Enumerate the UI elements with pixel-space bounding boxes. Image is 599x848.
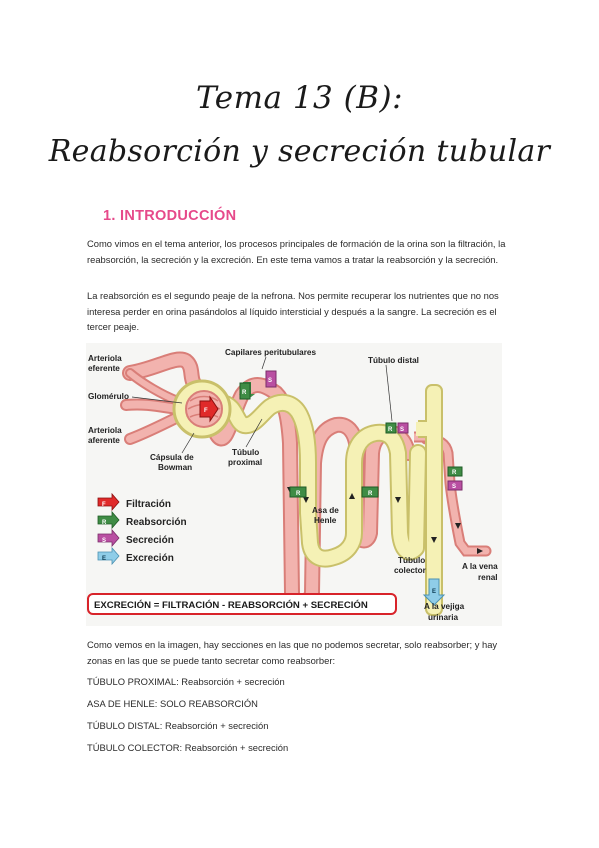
badge-reabsorcion-distal: R [385, 422, 397, 434]
badge-excrecion: E [422, 578, 446, 606]
badge-secrecion-colector: S [447, 480, 463, 491]
badge-secrecion-distal: S [397, 422, 409, 434]
list-item-asa-henle: ASA DE HENLE: SOLO REABSORCIÓN [87, 698, 258, 709]
legend-label-secrecion: Secreción [126, 535, 174, 546]
label-vena-2: renal [478, 573, 498, 582]
label-asa-2: Henle [314, 516, 337, 525]
label-asa-1: Asa de [312, 506, 339, 515]
paragraph-intro: Como vimos en el tema anterior, los proc… [87, 238, 506, 265]
legend: F Filtración R Reabsorción S Secreción E… [97, 492, 187, 566]
diagram-labels: Arteriola eferente Glomérulo Arteriola a… [88, 348, 498, 622]
badge-s-letter: S [268, 378, 272, 384]
label-capsula-1: Cápsula de [150, 453, 194, 462]
label-arteriola-eferente-2: eferente [88, 364, 120, 373]
badge-e-letter: E [432, 589, 436, 595]
arterioles [120, 368, 184, 445]
badge-filtracion: F [199, 395, 219, 423]
label-arteriola-aferente-1: Arteriola [88, 426, 122, 435]
svg-text:R: R [452, 470, 457, 476]
svg-text:R: R [388, 427, 393, 433]
label-capilares: Capilares peritubulares [225, 348, 316, 357]
svg-text:E: E [102, 556, 106, 562]
list-item-tubulo-distal: TÚBULO DISTAL: Reabsorción + secreción [87, 720, 269, 731]
legend-item-reabsorcion: R Reabsorción [97, 510, 187, 530]
section-heading: 1. INTRODUCCIÓN [103, 208, 237, 224]
legend-item-excrecion: E Excreción [97, 546, 174, 566]
title-line-1: Tema 13 (B): [195, 80, 404, 116]
label-arteriola-eferente-1: Arteriola [88, 354, 122, 363]
badge-reabsorcion-asa-right: R [361, 486, 379, 498]
svg-text:R: R [368, 491, 373, 497]
title-line-2: Reabsorción y secreción tubular [48, 134, 551, 169]
tubule [213, 384, 443, 616]
label-tubulo-proximal-1: Túbulo [232, 448, 259, 457]
equation-box: EXCRECIÓN = FILTRACIÓN - REABSORCIÓN + S… [87, 593, 397, 615]
paragraph-reabsorcion: La reabsorción es el segundo peaje de la… [87, 290, 499, 333]
label-glomerulo: Glomérulo [88, 392, 129, 401]
legend-item-secrecion: S Secreción [97, 528, 174, 548]
badge-f-letter: F [204, 408, 208, 414]
list-item-tubulo-proximal: TÚBULO PROXIMAL: Reabsorción + secreción [87, 676, 285, 687]
label-tubulo-distal: Túbulo distal [368, 356, 419, 365]
svg-text:R: R [102, 520, 107, 526]
legend-label-filtracion: Filtración [126, 499, 171, 510]
label-tubulo-colector-2: colector [394, 566, 427, 575]
badge-reabsorcion-asa-left: R [289, 486, 307, 498]
list-item-tubulo-colector: TÚBULO COLECTOR: Reabsorción + secreción [87, 742, 289, 753]
label-capsula-2: Bowman [158, 463, 192, 472]
label-vejiga-2: urinaria [428, 613, 458, 622]
badge-secrecion-proximal: S [265, 370, 277, 388]
label-vena-1: A la vena [462, 562, 498, 571]
badge-r-letter: R [242, 390, 247, 396]
nephron-figure: F R S R R R S R [86, 343, 502, 626]
svg-text:R: R [296, 491, 301, 497]
label-tubulo-proximal-2: proximal [228, 458, 262, 467]
svg-text:F: F [102, 502, 106, 508]
legend-label-reabsorcion: Reabsorción [126, 517, 187, 528]
paragraph-secciones: Como vemos en la imagen, hay secciones e… [87, 639, 498, 666]
legend-label-excrecion: Excreción [126, 553, 174, 564]
badge-reabsorcion-colector: R [447, 466, 463, 477]
svg-text:S: S [102, 538, 106, 544]
document-title: Tema 13 (B): Reabsorción y secreción tub… [0, 78, 599, 172]
nephron-diagram: F R S R R R S R [87, 348, 498, 622]
svg-text:S: S [452, 484, 456, 490]
equation-text: EXCRECIÓN = FILTRACIÓN - REABSORCIÓN + S… [94, 599, 368, 611]
badge-reabsorcion-proximal: R [239, 382, 255, 400]
label-arteriola-aferente-2: aferente [88, 436, 120, 445]
svg-text:S: S [400, 427, 404, 433]
leader-lines [131, 356, 393, 454]
label-vejiga-1: A la vejiga [424, 602, 465, 611]
legend-item-filtracion: F Filtración [97, 492, 171, 512]
label-tubulo-colector-1: Túbulo [398, 556, 425, 565]
